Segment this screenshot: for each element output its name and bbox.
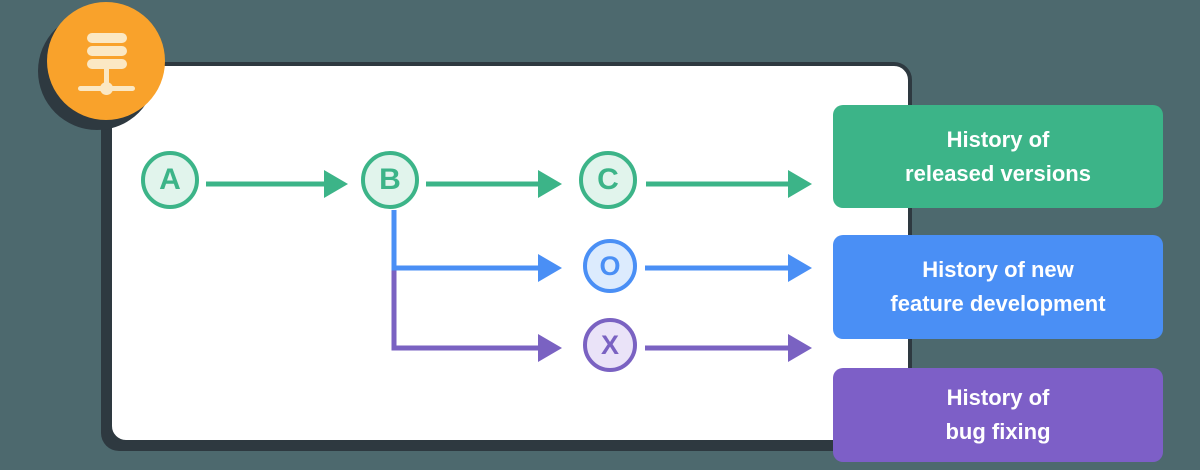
legend-bugfix-line2: bug fixing — [945, 419, 1051, 444]
commit-node-a-label: A — [159, 163, 181, 196]
commit-node-c-label: C — [597, 163, 619, 196]
server-network-dot — [100, 82, 113, 95]
legend-released-line2: released versions — [905, 160, 1091, 186]
commit-node-c: C — [579, 151, 637, 209]
legend-feature-line1: History of new — [922, 257, 1074, 282]
legend-box-feature-development: History of new feature development — [833, 235, 1163, 339]
legend-feature-line2: feature development — [890, 291, 1106, 316]
legend-bugfix-line1: History of — [946, 385, 1050, 410]
server-stem-line — [104, 68, 109, 86]
commit-node-a: A — [141, 151, 199, 209]
server-disk-bar — [87, 46, 127, 56]
commit-node-o-label: O — [599, 250, 621, 281]
server-disk-bar — [87, 59, 127, 69]
commit-node-x-label: X — [600, 329, 619, 360]
legend-box-bug-fixing: History of bug fixing — [833, 368, 1163, 462]
commit-node-b-label: B — [379, 163, 401, 196]
legend-box-released-versions: History of released versions — [833, 105, 1163, 208]
commit-node-o: O — [583, 239, 637, 293]
server-badge — [47, 2, 165, 120]
commit-node-b: B — [361, 151, 419, 209]
commit-node-x: X — [583, 318, 637, 372]
legend-released-line1: History of — [946, 126, 1050, 152]
server-disk-bar — [87, 33, 127, 43]
diagram-card — [108, 62, 912, 444]
